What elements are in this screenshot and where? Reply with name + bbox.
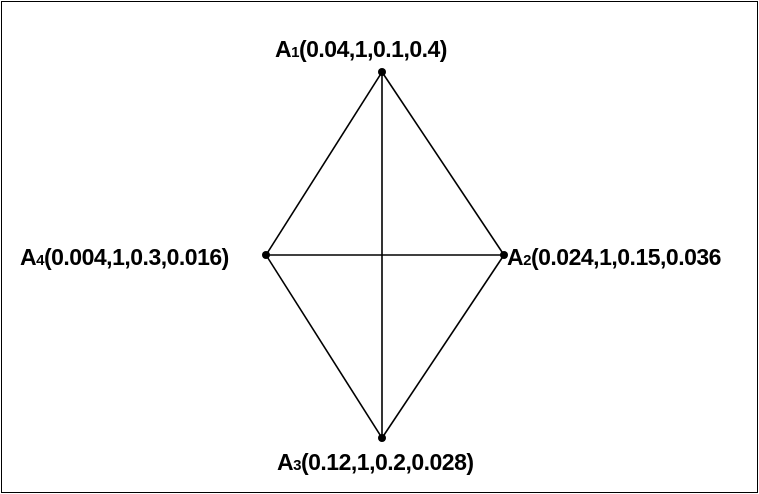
node-coords: (0.024,1,0.15,0.036 xyxy=(530,244,722,270)
node-coords: (0.04,1,0.1,0.4) xyxy=(298,36,448,62)
node-label-a2: A2(0.024,1,0.15,0.036 xyxy=(507,246,721,269)
node-subscript: 1 xyxy=(291,44,299,61)
node-letter: A xyxy=(277,449,294,475)
edge-a1-a2 xyxy=(381,71,505,256)
node-letter: A xyxy=(507,244,524,270)
node-subscript: 2 xyxy=(523,252,531,269)
node-coords: (0.12,1,0.2,0.028) xyxy=(300,449,474,475)
edge-a2-a3 xyxy=(381,254,505,439)
node-label-a4: A4(0.004,1,0.3,0.016) xyxy=(20,246,229,269)
node-a2 xyxy=(500,251,508,259)
node-subscript: 3 xyxy=(293,457,301,474)
edge-a4-a1 xyxy=(265,71,383,256)
node-letter: A xyxy=(20,244,37,270)
node-label-a1: A1(0.04,1,0.1,0.4) xyxy=(275,38,447,61)
node-a1 xyxy=(378,68,386,76)
node-coords: (0.004,1,0.3,0.016) xyxy=(43,244,229,270)
edge-a3-a4 xyxy=(265,254,383,439)
node-label-a3: A3(0.12,1,0.2,0.028) xyxy=(277,451,474,474)
node-a4 xyxy=(262,251,270,259)
node-a3 xyxy=(378,434,386,442)
node-subscript: 4 xyxy=(36,252,44,269)
node-letter: A xyxy=(275,36,292,62)
